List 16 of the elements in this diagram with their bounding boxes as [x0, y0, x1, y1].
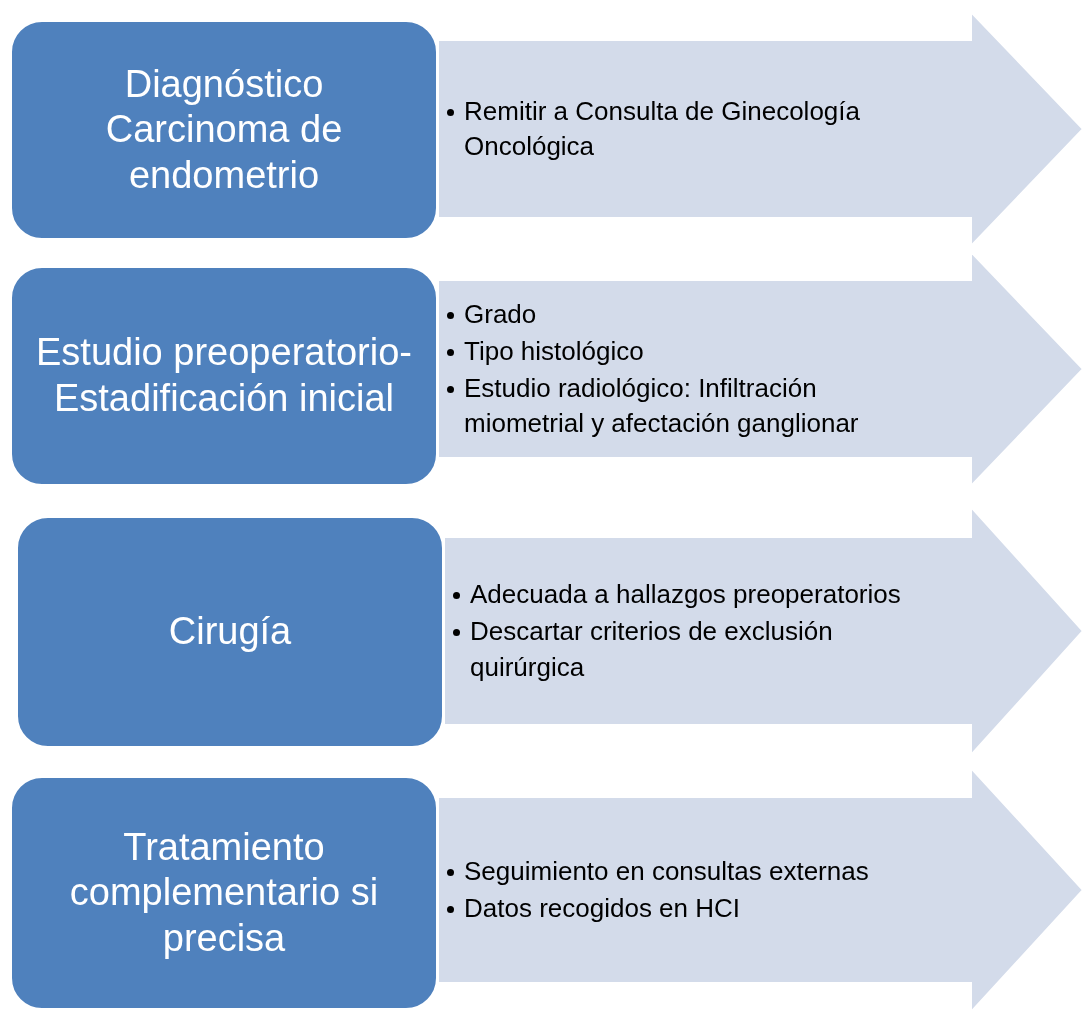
- step-box: [10, 776, 438, 1010]
- bullet-text: Adecuada a hallazgos preoperatorios: [450, 577, 913, 613]
- step-title: Tratamiento complementario si precisa: [68, 824, 380, 961]
- step-title: Diagnóstico Carcinoma de endometrio: [104, 61, 344, 198]
- step-title: Estudio preoperatorio- Estadificación inicial: [35, 330, 413, 421]
- bullet-text: Grado: [444, 296, 913, 332]
- step-box: [10, 20, 438, 240]
- bullet-text: Datos recogidos en HCI: [444, 891, 913, 927]
- bullet-text: Remitir a Consulta de Ginecología Oncológica: [444, 93, 913, 165]
- bullet-text: Seguimiento en consultas externas: [444, 853, 913, 889]
- bullet-text: Estudio radiológico: Infiltración miometrial y afectación ganglionar: [444, 371, 913, 442]
- bullet-text: Descartar criterios de exclusión quirúrgica: [450, 614, 913, 685]
- step-box: [16, 516, 444, 748]
- step-title: Cirugía: [167, 609, 293, 655]
- step-box: [10, 266, 438, 486]
- bullet-text: Tipo histológico: [444, 333, 913, 369]
